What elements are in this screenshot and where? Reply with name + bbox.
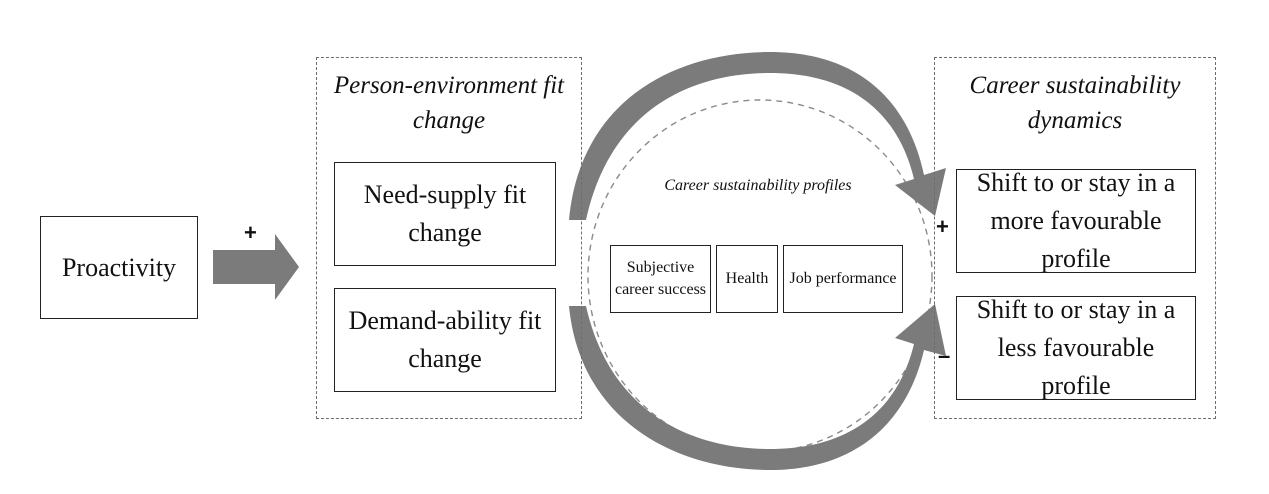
pe-fit-title: Person-environment fit change [333,72,565,134]
proactivity-arrow [213,234,299,300]
demand-ability-fit-box: Demand-ability fit change [334,288,556,392]
more-favourable-plus-sign: + [936,214,949,239]
need-supply-fit-label: Need-supply fit change [363,180,527,247]
health-label: Health [725,270,769,287]
proactivity-plus-sign: + [244,220,257,245]
upper-curved-arrow [569,52,946,220]
health-box: Health [716,245,778,313]
proactivity-label: Proactivity [61,252,177,282]
dynamics-title: Career sustainability dynamics [969,72,1181,134]
less-favourable-box: Shift to or stay in a less favourable pr… [956,295,1196,400]
job-performance-label: Job performance [789,270,897,287]
profiles-ellipse [587,99,933,453]
dynamics-panel [934,57,1216,419]
profiles-title: Career sustainability profiles [664,177,852,194]
less-favourable-minus-sign: – [938,343,951,368]
subjective-success-label: Subjective career success [614,259,707,298]
more-favourable-box: Shift to or stay in a more favourable pr… [956,168,1196,273]
more-favourable-label: Shift to or stay in a more favourable pr… [976,168,1176,273]
subjective-success-box: Subjective career success [610,245,711,313]
demand-ability-fit-label: Demand-ability fit change [348,306,542,373]
lower-curved-arrow [569,304,946,470]
proactivity-box: Proactivity [40,216,198,319]
pe-fit-panel [316,57,582,419]
less-favourable-label: Shift to or stay in a less favourable pr… [976,295,1176,400]
job-performance-box: Job performance [783,245,903,313]
need-supply-fit-box: Need-supply fit change [334,162,556,266]
